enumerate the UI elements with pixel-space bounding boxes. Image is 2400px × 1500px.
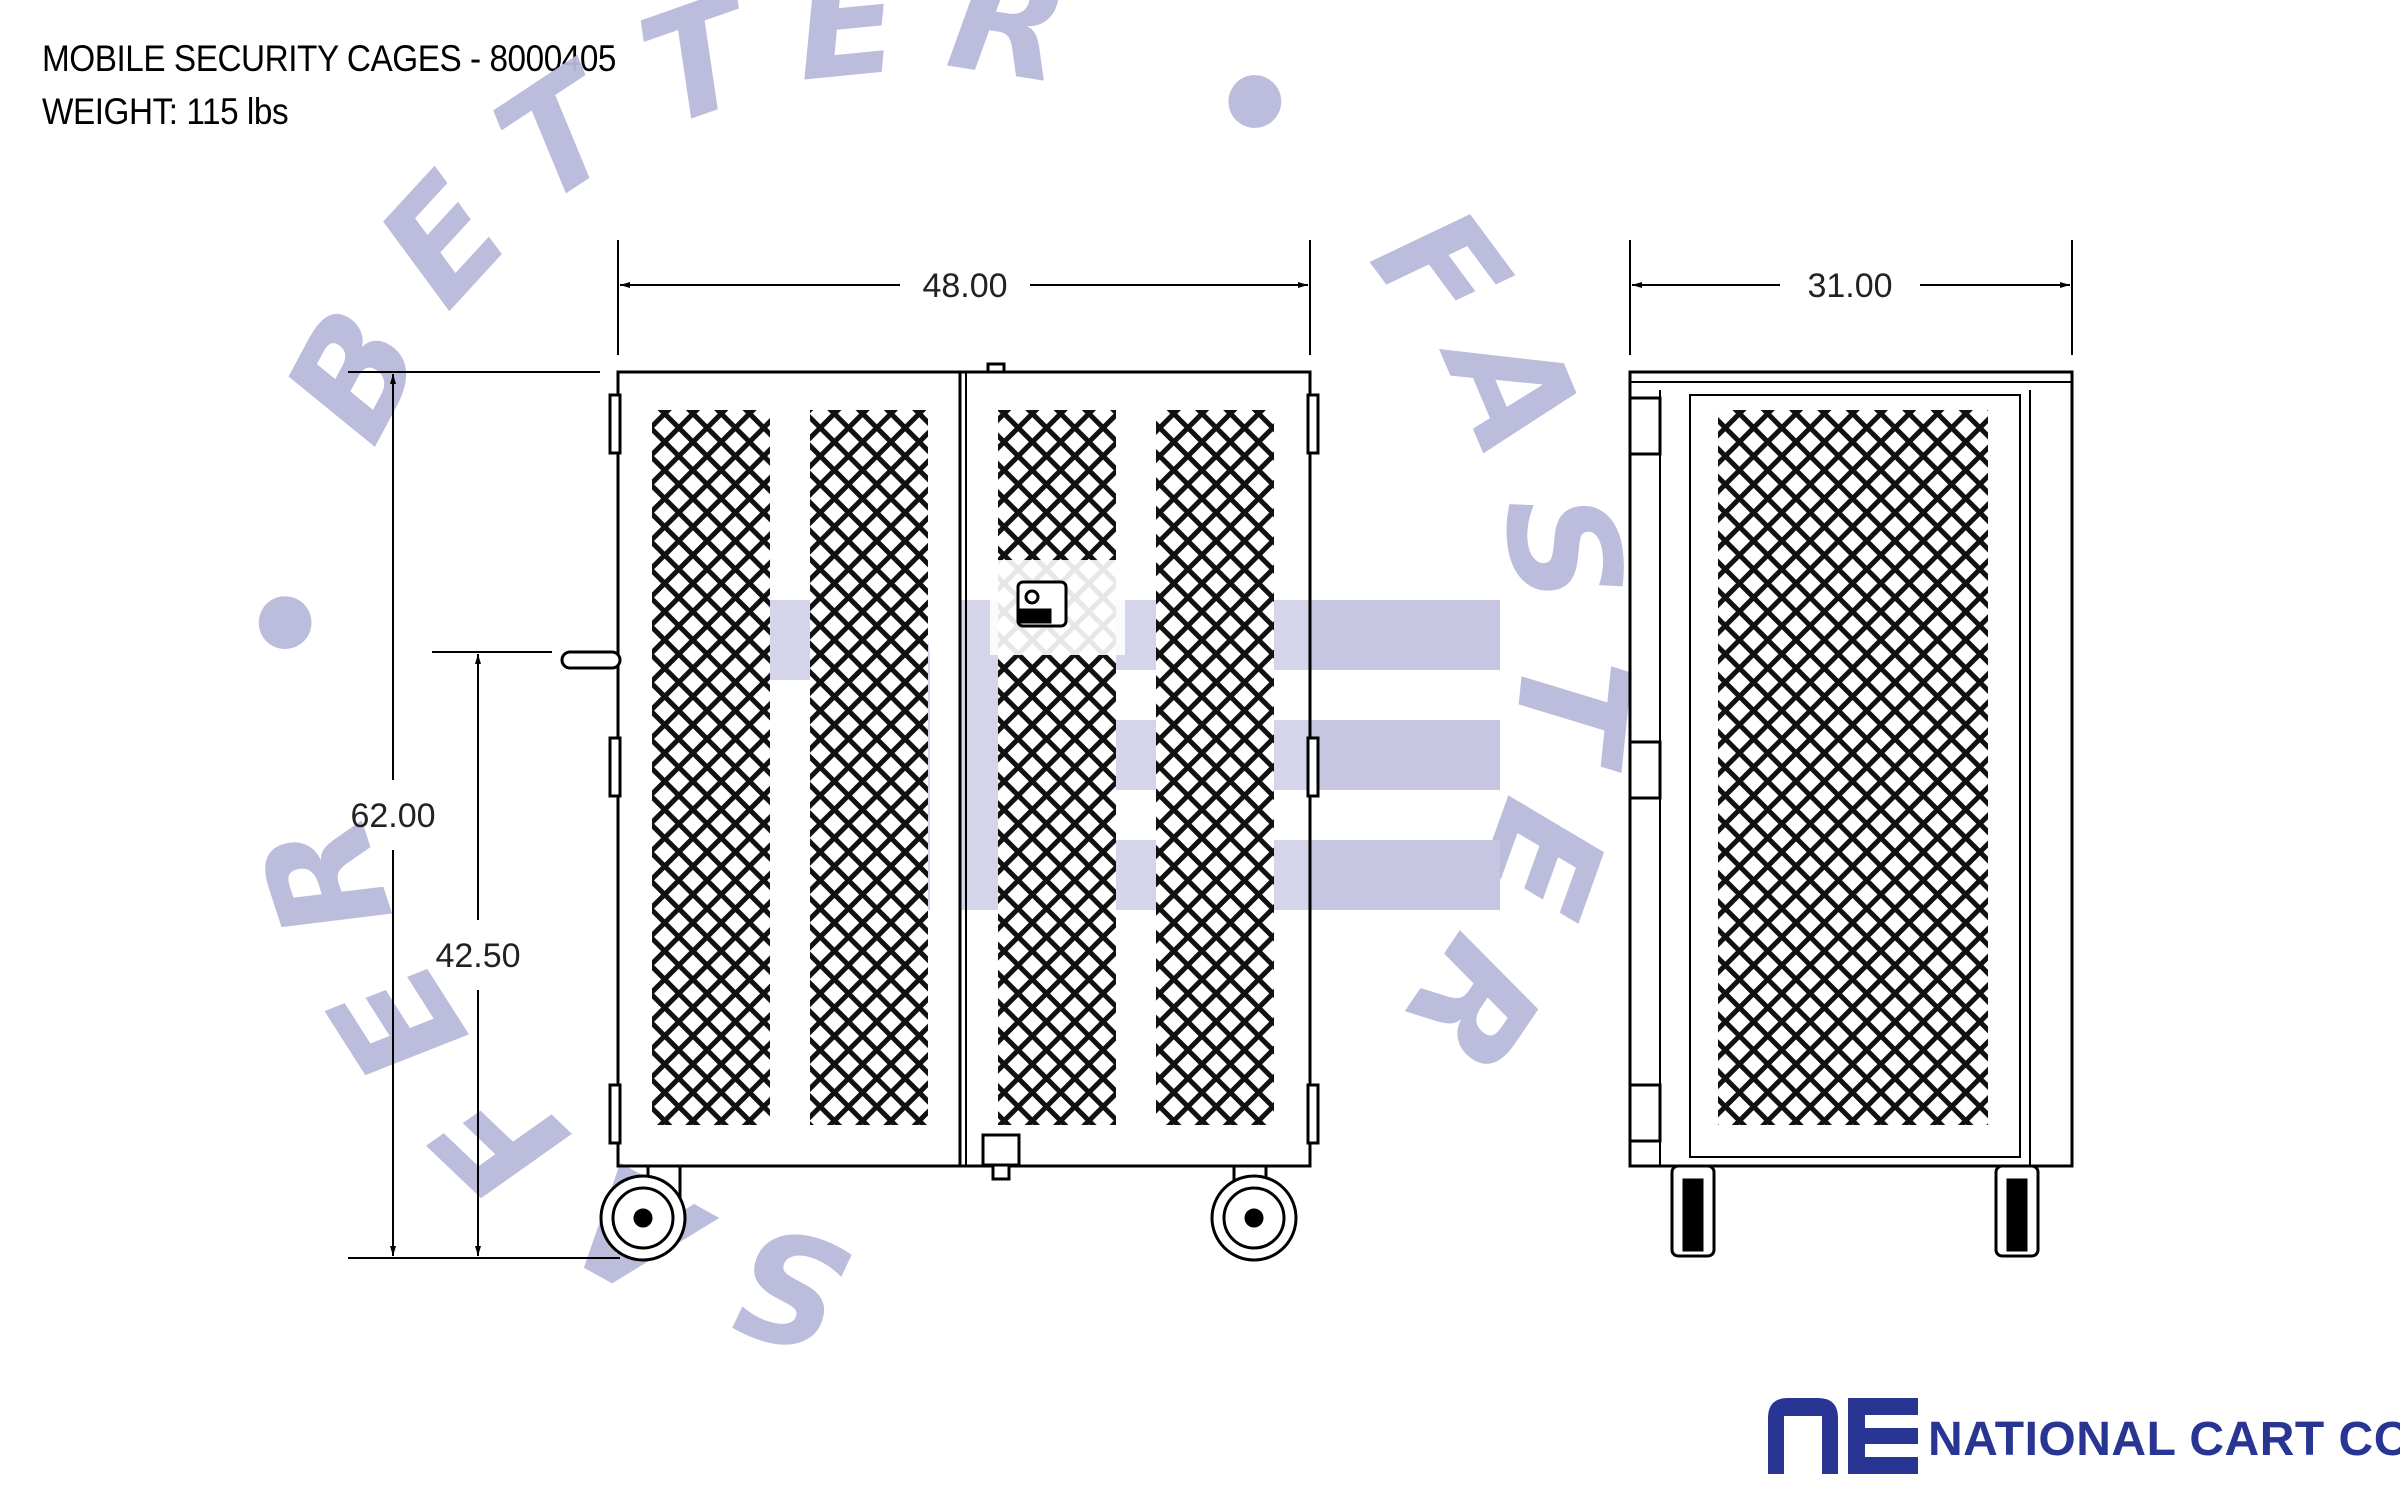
front-width-dimension: 48.00 [922,267,1007,305]
dimension-lines [348,240,2073,1259]
handle-height-dimension: 42.50 [435,937,520,975]
overall-height-dimension: 62.00 [350,797,435,835]
side-hinge-icon [1628,396,1662,456]
side-view [1628,370,2074,1258]
mesh-panel-3 [998,410,1116,1125]
front-view [560,362,1320,1262]
bottom-latch-icon [981,1133,1021,1167]
side-caster-left-icon [1670,1164,1716,1258]
mesh-panel-4 [1156,410,1274,1125]
push-handle-icon[interactable] [560,650,622,670]
drawing-title: MOBILE SECURITY CAGES - 8000405 [42,38,616,79]
side-depth-dimension: 31.00 [1807,267,1892,305]
side-mesh-panel [1718,410,1988,1125]
nc-logo-icon [1768,1398,1918,1474]
brand-logo: NATIONAL CART CO [1762,1378,2400,1488]
front-caster-left-icon [599,1164,687,1262]
mesh-panel-2 [810,410,928,1125]
company-name: NATIONAL CART CO [1928,1413,2400,1466]
front-hinge-icon [608,393,622,455]
weight-label: WEIGHT: 115 lbs [42,91,289,132]
side-caster-right-icon [1994,1164,2040,1258]
front-caster-right-icon [1210,1164,1298,1262]
title-block: MOBILE SECURITY CAGES - 8000405 WEIGHT: … [42,32,616,138]
mesh-panel-1 [652,410,770,1125]
